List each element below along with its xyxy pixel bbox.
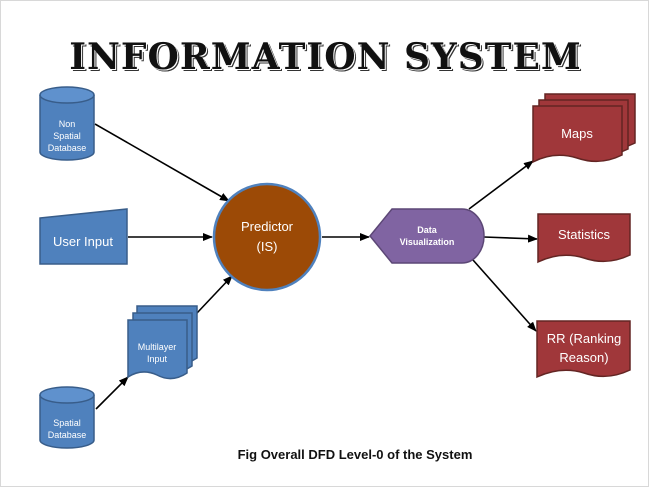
arrow-visualization-to-maps bbox=[468, 160, 534, 210]
data-visualization-line-2: Visualization bbox=[400, 237, 455, 247]
non-spatial-db-line-2: Spatial bbox=[53, 131, 81, 141]
multilayer-line-1: Multilayer bbox=[138, 342, 177, 352]
predictor-node: Predictor (IS) bbox=[212, 182, 322, 292]
multilayer-input-node: Multilayer Input bbox=[127, 305, 198, 380]
arrow-visualization-to-statistics bbox=[483, 234, 538, 243]
non-spatial-db-line-1: Non bbox=[59, 119, 76, 129]
arrow-spatialdb-to-multilayer bbox=[95, 376, 129, 410]
arrow-multilayer-to-predictor bbox=[196, 275, 233, 314]
non-spatial-database-node: Non Spatial Database bbox=[39, 86, 95, 161]
statistics-label: Statistics bbox=[558, 227, 611, 242]
predictor-line-1: Predictor bbox=[241, 219, 294, 234]
rr-line-1: RR (Ranking bbox=[547, 331, 621, 346]
spatial-db-line-1: Spatial bbox=[53, 418, 81, 428]
arrow-visualization-to-rr bbox=[472, 259, 537, 332]
spatial-database-node: Spatial Database bbox=[39, 386, 95, 449]
data-visualization-line-1: Data bbox=[417, 225, 438, 235]
rr-node: RR (Ranking Reason) bbox=[536, 320, 631, 379]
maps-label: Maps bbox=[561, 126, 593, 141]
diagram-title: INFORMATION SYSTEM bbox=[69, 36, 582, 78]
multilayer-line-2: Input bbox=[147, 354, 168, 364]
figure-caption: Fig Overall DFD Level-0 of the System bbox=[237, 447, 473, 462]
maps-node: Maps bbox=[532, 93, 636, 164]
spatial-db-line-2: Database bbox=[48, 430, 87, 440]
non-spatial-db-line-3: Database bbox=[48, 143, 87, 153]
arrow-nonspatial-to-predictor bbox=[94, 123, 230, 202]
predictor-line-2: (IS) bbox=[257, 239, 278, 254]
statistics-node: Statistics bbox=[537, 213, 631, 264]
user-input-node: User Input bbox=[39, 208, 128, 265]
rr-line-2: Reason) bbox=[559, 350, 608, 365]
flow-arrows bbox=[94, 123, 538, 410]
data-visualization-node: Data Visualization bbox=[369, 208, 485, 264]
user-input-label: User Input bbox=[53, 234, 113, 249]
